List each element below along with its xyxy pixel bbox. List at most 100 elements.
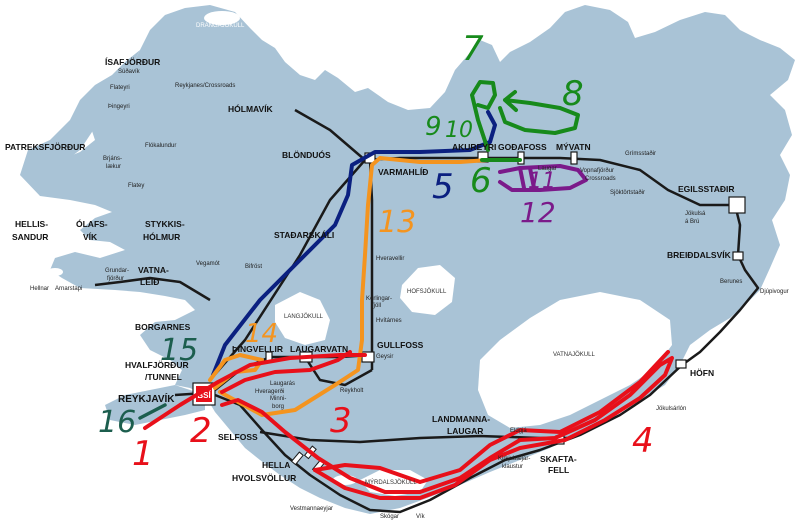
glacier-vatnajokull [478,292,672,428]
marker-1 [290,451,304,466]
label-hvalfjordur: HVALFJÖRÐUR [125,360,189,370]
station-myvatn [570,151,578,165]
label-snaefellsjokull: SNÆFELLSJÖKULL [2,268,58,275]
annotation-route-13 [218,156,490,417]
label-fell: FELL [548,465,569,475]
label-laugarvatn: LAUGARVATN [290,344,348,354]
label-kirkju2: klaustur [502,464,523,470]
label-hvitarnes: Hvítárnes [376,318,402,324]
label-vestmannaeyjar: Vestmannaeyjar [290,506,333,512]
label-skogar: Skógar [380,514,399,520]
route-snaefellsnes [94,276,211,302]
label-hella: HELLA [262,460,290,470]
label-skafta: SKAFTA- [540,454,577,464]
route-south [214,364,683,514]
route-kjolur [368,159,374,370]
bsi-logo-text: BSÍ [197,391,211,400]
annotation-13: 13 [378,205,416,240]
label-thingeyri: Þingeyri [108,104,130,110]
label-geysir: Geysir [376,354,393,360]
annotation-route-16-pointer [138,403,167,420]
annotation-12: 12 [520,196,556,229]
glaciers [47,11,672,496]
label-reykjavik: REYKJAVÍK [118,392,175,405]
label-vik-s: Vík [416,514,426,520]
label-eldgja: Eldgjá [510,428,527,434]
label-djupivogur: Djúpivogur [760,289,789,295]
annotation-route-7 [470,80,497,152]
label-hveragerdi: Hveragerði [255,388,284,395]
label-sandur: SANDUR [12,232,48,242]
label-blonduos: BLÖNDUÓS [282,149,331,160]
annotation-10: 10 [445,118,473,143]
annotation-9: 9 [425,112,442,142]
label-hveravellir: Hveravellir [376,256,404,262]
label-stadarskali: STAÐARSKÁLI [274,230,334,240]
label-patreksfjordur: PATREKSFJÖRÐUR [5,142,85,152]
label-vatna: VATNA- [138,265,169,275]
label-grundar2: fjörður [107,275,124,282]
label-jokulsa2: á Brú [685,219,699,225]
label-selfoss: SELFOSS [218,432,258,442]
label-vopnafjordur2: Crossroads [585,176,616,182]
glacier-labels: DRANGAJÖKULL SNÆFELLSJÖKULL LANGJÖKULL H… [2,22,595,486]
label-flatey: Flatey [128,183,144,189]
label-myrdalsjokull: MÝRDALSJÖKULL [365,479,417,486]
label-godafoss: GOÐAFOSS [498,142,547,152]
label-borgarnes: BORGARNES [135,322,191,332]
annotation-15: 15 [160,333,198,368]
label-laugar: LAUGAR [447,426,483,436]
annotation-3: 3 [330,401,352,441]
label-bifrost: Bifröst [245,264,262,270]
route-east [681,204,760,367]
label-langjokull: LANGJÖKULL [284,313,324,320]
label-minni1: Minni- [270,396,286,402]
annotation-route-8 [498,90,580,135]
label-leid: LEIÐ [140,277,159,287]
annotation-8: 8 [562,74,584,114]
station-breiddalsvik [732,251,744,261]
annotation-1: 1 [132,434,154,474]
label-sjokolta: Sjöktörtstaðir [610,189,645,196]
label-varmahlid: VARMAHLÍÐ [378,167,428,177]
label-kirkju1: Kirkjubæjar- [498,456,530,462]
annotation-5: 5 [432,167,454,207]
annotation-route-3 [220,350,352,394]
annotation-7: 7 [462,29,484,69]
label-holmur: HÓLMUR [143,231,180,242]
label-vopnafjordur1: Vopnafjörður [580,167,614,174]
label-hvolsvollur: HVOLSVÖLLUR [232,473,296,483]
stations [192,151,746,445]
annotation-11: 11 [528,169,556,194]
annotation-4: 4 [632,421,654,461]
annotation-route-12 [518,166,536,190]
glacier-snaefellsjokull [47,268,63,276]
label-holmavik: HÓLMAVÍK [228,103,274,114]
label-grimsstadir: Grímsstaðir [625,150,656,157]
annotation-16: 16 [98,405,136,440]
label-myvatn: MÝVATN [556,141,591,152]
label-isafjordur: ÍSAFJÖRÐUR [105,57,160,67]
small-place-labels: Súðavík Flateyri Þingeyri Reykjanes/Cros… [30,68,789,520]
label-vatnajokull: VATNAJÖKULL [553,351,595,358]
label-akureyri: AKUREYRI [452,142,496,152]
annotation-route-2 [220,356,674,500]
label-egilsstadir: EGILSSTAÐIR [678,184,735,194]
label-landmanna: LANDMANNA- [432,414,490,424]
label-thingvellir: ÞINGVELLIR [232,344,283,354]
label-laugaras: Laugarás [270,381,295,387]
label-breiddalsvik: BREIÐDALSVÍK [667,250,732,260]
label-laugar-n: Laugar [538,166,557,172]
label-brjanslaekur1: Brjáns- [103,156,122,162]
label-kerlingar2: fjöll [372,303,381,309]
route-westfjords [294,108,366,161]
label-sudavik: Súðavík [118,68,141,75]
land-westfjords-peak [20,50,140,196]
glacier-drangajokull [204,11,240,25]
label-drangajokull: DRANGAJÖKULL [196,22,245,29]
label-stykkis: STYKKIS- [145,219,185,229]
annotation-route-4 [313,350,670,484]
label-tunnel: /TUNNEL [145,372,182,382]
major-place-labels: REYKJAVÍK AKUREYRI EGILSSTAÐIR [118,142,735,405]
